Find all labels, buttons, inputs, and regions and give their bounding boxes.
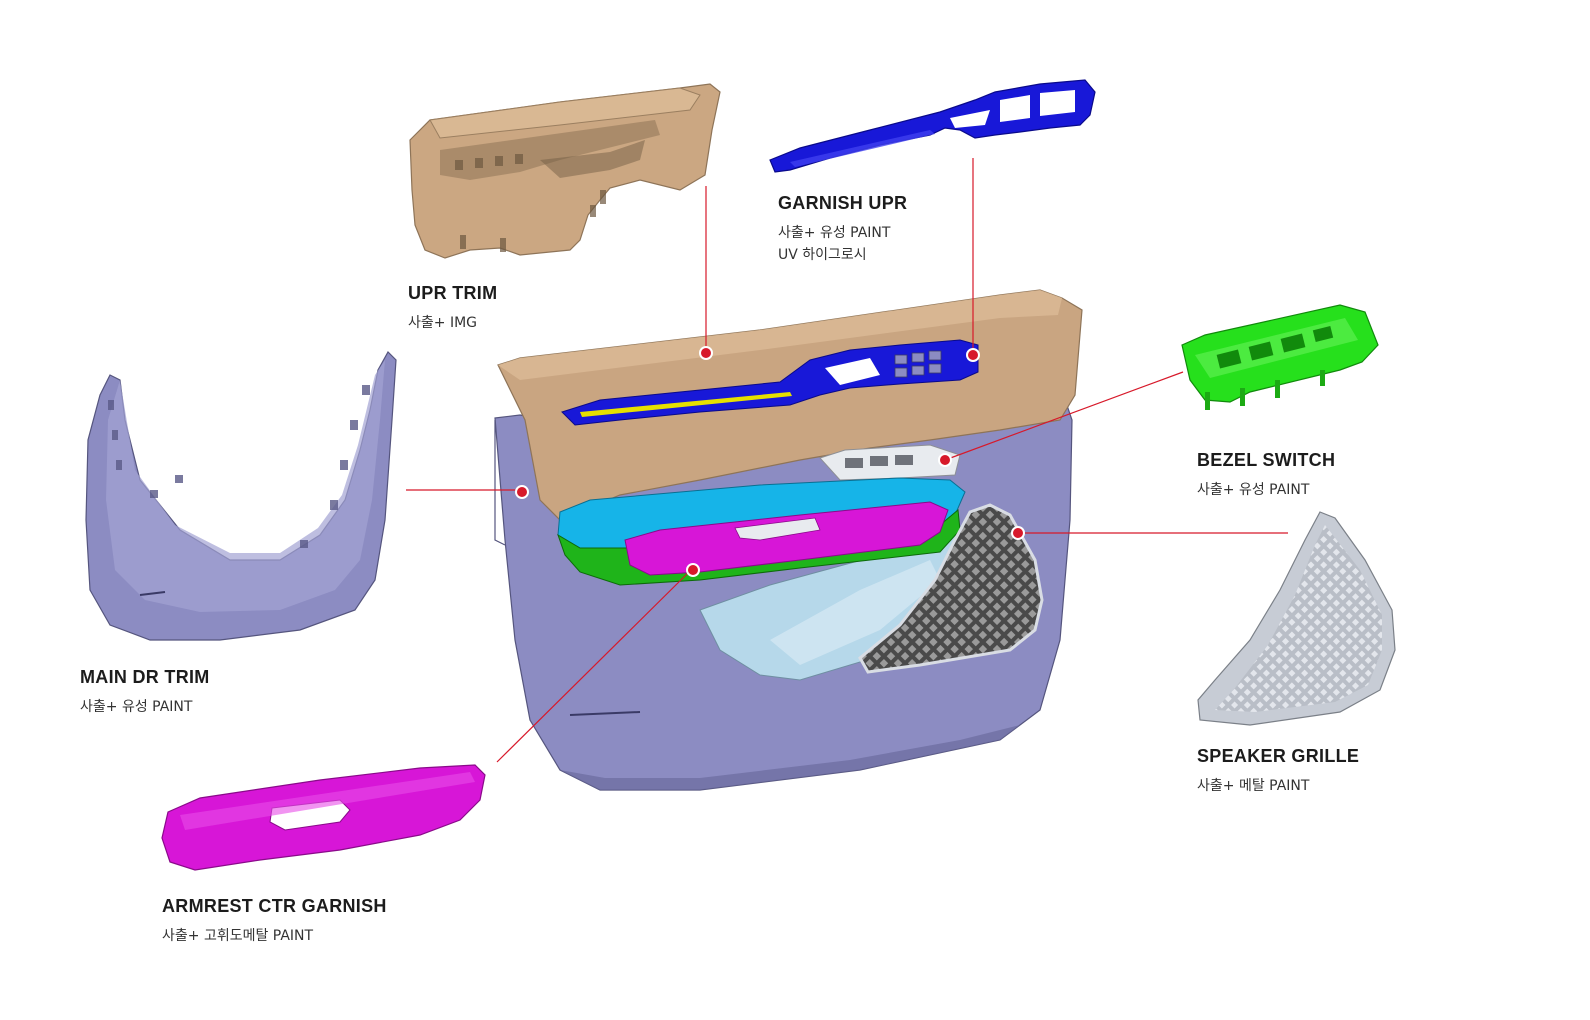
bezel-switch-title: BEZEL SWITCH [1197, 450, 1336, 470]
upr-trim-title: UPR TRIM [408, 283, 498, 303]
garnish-upr-title: GARNISH UPR [778, 193, 908, 213]
marker-dot-garnish-upr [966, 348, 980, 362]
upr-trim-spec: 사출+ IMG [408, 315, 477, 331]
armrest-ctr-garnish-spec: 사출+ 고휘도메탈 PAINT [162, 928, 314, 944]
speaker-grille-spec: 사출+ 메탈 PAINT [1197, 778, 1310, 794]
marker-dot-armrest-garnish [686, 563, 700, 577]
armrest-ctr-garnish-title: ARMREST CTR GARNISH [162, 896, 387, 916]
speaker-grille-part [1197, 511, 1396, 726]
speaker-grille-label: SPEAKER GRILLE 사출+ 메탈 PAINT [1197, 746, 1359, 797]
marker-dots [515, 346, 1025, 577]
garnish-upr-label: GARNISH UPR 사출+ 유성 PAINT UV 하이그로시 [778, 193, 907, 266]
main-dr-trim-part [85, 351, 397, 641]
upr-trim-part [409, 83, 721, 259]
leader-lines [406, 158, 1288, 763]
marker-dot-bezel-switch [938, 453, 952, 467]
garnish-upr-spec-1: 사출+ 유성 PAINT [778, 225, 891, 241]
main-dr-trim-title: MAIN DR TRIM [80, 667, 210, 687]
marker-dot-main-dr-trim [515, 485, 529, 499]
main-dr-trim-label: MAIN DR TRIM 사출+ 유성 PAINT [80, 667, 210, 718]
speaker-grille-title: SPEAKER GRILLE [1197, 746, 1360, 766]
marker-dot-upr-trim [699, 346, 713, 360]
bezel-switch-part [1181, 304, 1379, 410]
main-dr-trim-spec: 사출+ 유성 PAINT [80, 699, 193, 715]
assembled-door [494, 289, 1083, 791]
armrest-ctr-garnish-label: ARMREST CTR GARNISH 사출+ 고휘도메탈 PAINT [162, 896, 387, 947]
garnish-upr-spec-2: UV 하이그로시 [778, 247, 867, 263]
leader-line-armrest-garnish [496, 569, 692, 763]
bezel-switch-label: BEZEL SWITCH 사출+ 유성 PAINT [1197, 450, 1335, 501]
marker-dot-speaker-grille [1011, 526, 1025, 540]
leader-line-bezel-switch [944, 371, 1184, 461]
armrest-ctr-garnish-part [161, 764, 486, 871]
upr-trim-label: UPR TRIM 사출+ IMG [408, 283, 497, 334]
bezel-switch-spec: 사출+ 유성 PAINT [1197, 482, 1310, 498]
garnish-upr-part [769, 79, 1096, 173]
